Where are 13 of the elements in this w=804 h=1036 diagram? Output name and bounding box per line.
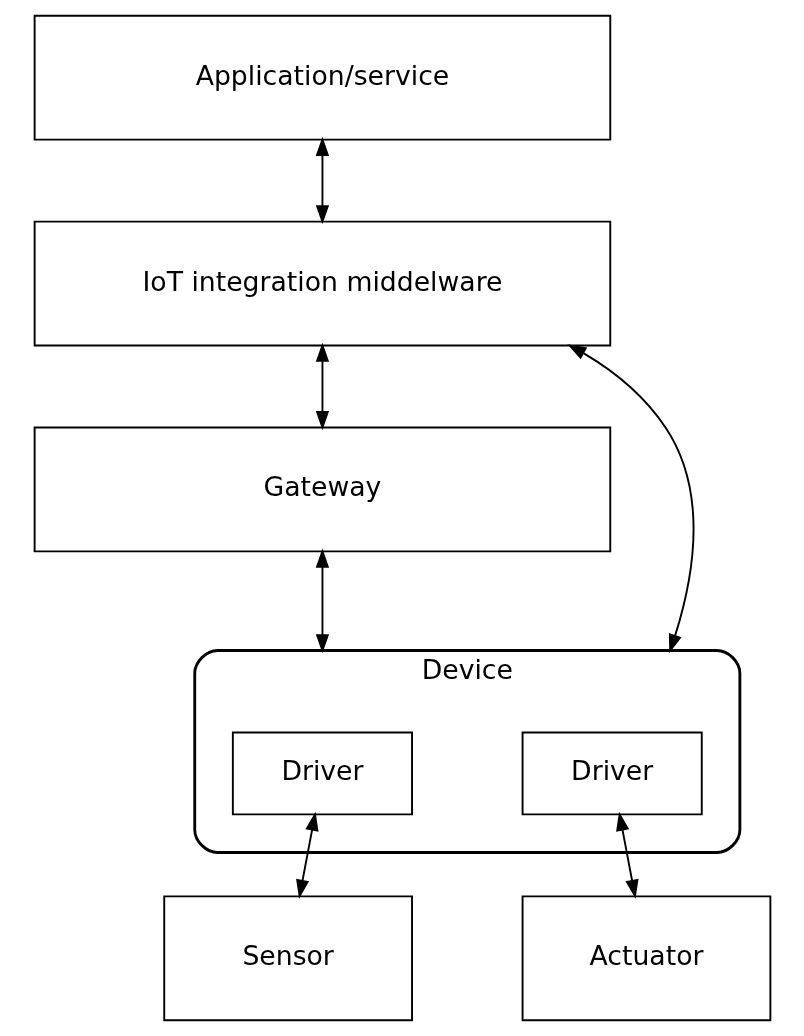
arrow bbox=[315, 548, 329, 654]
arrow bbox=[315, 342, 329, 431]
node-box: Application/service bbox=[33, 14, 611, 141]
node-box: Actuator bbox=[521, 895, 771, 1022]
node-box: IoT integration middelware bbox=[33, 220, 611, 347]
arrow bbox=[295, 811, 319, 899]
arrow bbox=[615, 811, 639, 899]
node-box: Driver bbox=[231, 731, 413, 816]
node-box: Driver bbox=[521, 731, 703, 816]
arrow bbox=[566, 344, 694, 654]
node-box: Gateway bbox=[33, 426, 611, 553]
arrow bbox=[315, 136, 329, 225]
node-box: Sensor bbox=[162, 895, 413, 1022]
